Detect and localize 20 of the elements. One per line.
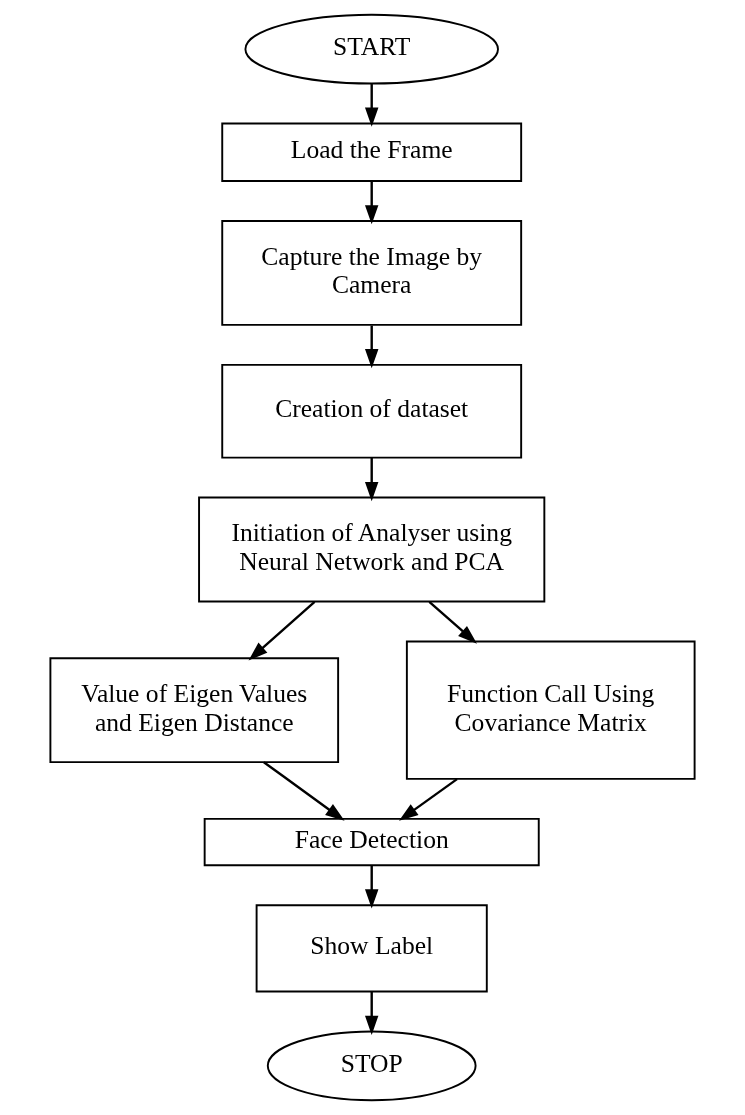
arrow	[364, 181, 379, 225]
node-box: Face Detection	[203, 817, 540, 867]
node-box: Capture the Image by Camera	[221, 220, 523, 326]
arrow	[428, 600, 477, 644]
arrow	[248, 600, 316, 661]
node-box: Load the Frame	[221, 122, 523, 182]
node-box: Show Label	[255, 904, 488, 993]
node-ellipse: START	[244, 13, 499, 85]
arrow	[364, 865, 379, 909]
node-box: Initiation of Analyser using Neural Network and PCA	[198, 496, 546, 603]
node-box: Value of Eigen Values and Eigen Distance	[49, 657, 340, 764]
arrow	[263, 761, 345, 821]
arrow	[364, 991, 379, 1035]
arrow	[364, 84, 379, 127]
arrow	[399, 778, 458, 821]
node-box: Function Call Using Covariance Matrix	[405, 640, 696, 780]
node-ellipse: STOP	[266, 1030, 477, 1102]
arrow	[364, 457, 379, 502]
node-box: Creation of dataset	[221, 363, 523, 459]
arrow	[364, 325, 379, 369]
